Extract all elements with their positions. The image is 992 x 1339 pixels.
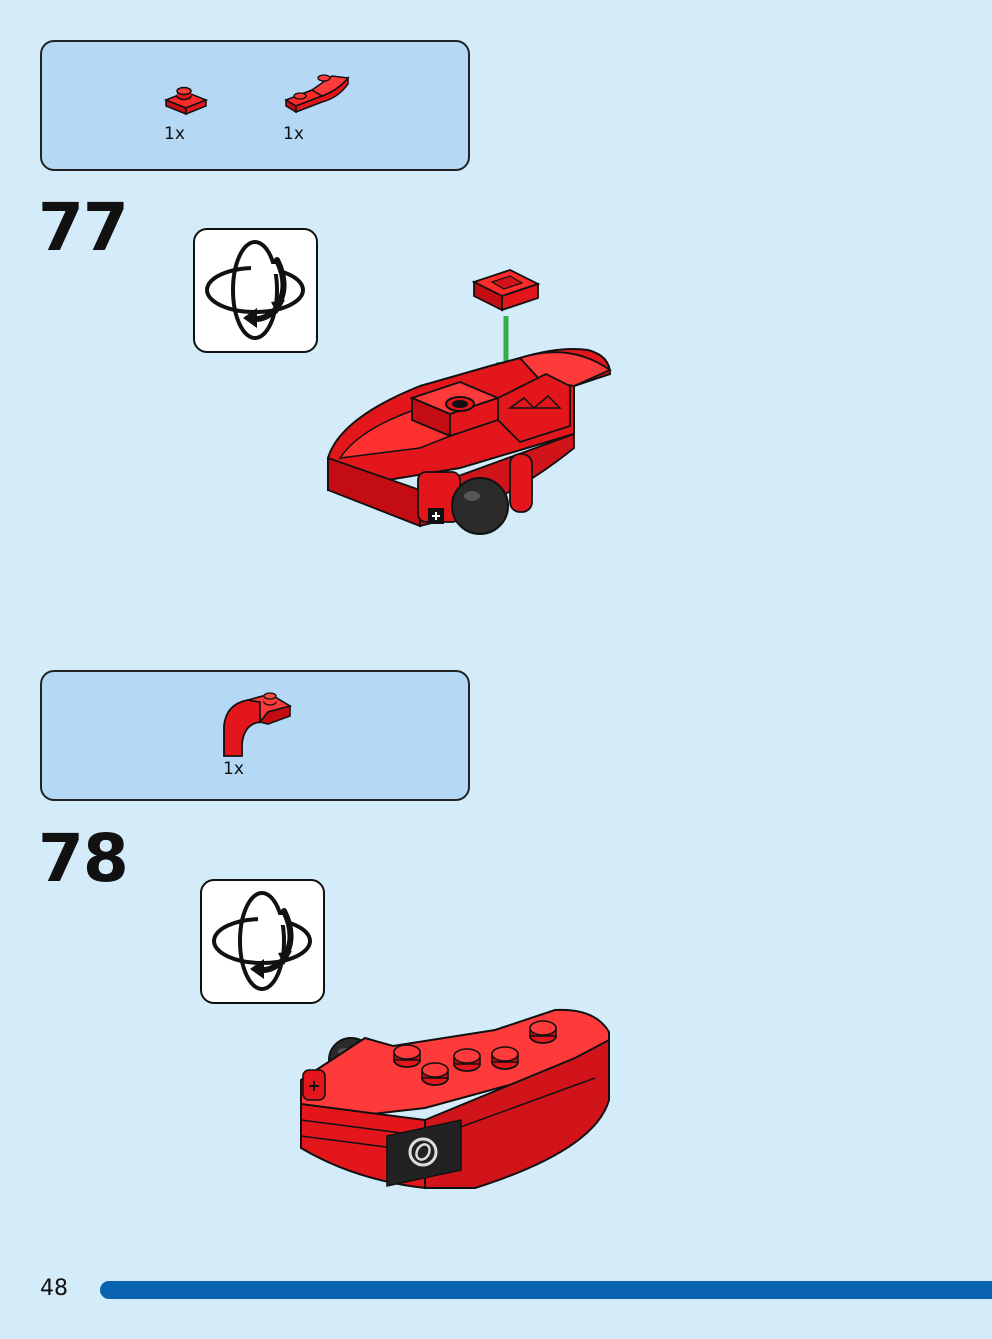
page-progress-bar bbox=[100, 1281, 992, 1299]
rotate-model-icon bbox=[205, 240, 305, 340]
step-number: 77 bbox=[38, 189, 129, 266]
page-number: 48 bbox=[40, 1276, 68, 1301]
red-arch-curved-brick-icon bbox=[223, 692, 292, 757]
red-plate-1x1-brick-icon bbox=[164, 86, 208, 116]
build-model-step-78 bbox=[300, 1008, 610, 1190]
part-quantity: 1x bbox=[283, 124, 304, 144]
parts-list-step-77: 1x 1x bbox=[40, 40, 470, 171]
rotate-model-icon bbox=[212, 891, 312, 991]
parts-list-step-78: 1x bbox=[40, 670, 470, 801]
new-part-plate bbox=[471, 269, 541, 312]
rotate-callout-step-78 bbox=[200, 879, 325, 1004]
part-quantity: 1x bbox=[164, 124, 185, 144]
rotate-callout-step-77 bbox=[193, 228, 318, 353]
part-quantity: 1x bbox=[223, 759, 244, 779]
step-number: 78 bbox=[38, 820, 129, 897]
red-curved-slope-brick-icon bbox=[284, 74, 350, 114]
build-model-step-77 bbox=[327, 269, 612, 535]
